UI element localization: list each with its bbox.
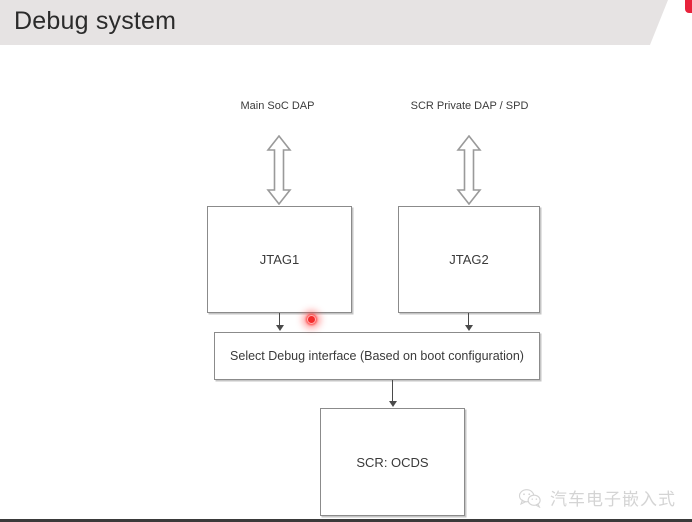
connector-select-to-scr bbox=[392, 380, 394, 402]
block-scr-ocds-label: SCR: OCDS bbox=[356, 454, 429, 470]
label-main-soc-dap: Main SoC DAP bbox=[240, 100, 315, 112]
block-scr-ocds[interactable]: SCR: OCDS bbox=[320, 408, 465, 516]
block-jtag2[interactable]: JTAG2 bbox=[398, 206, 540, 313]
wechat-icon bbox=[518, 488, 542, 508]
debug-system-diagram: Main SoC DAP SCR Private DAP / SPD JTAG1… bbox=[0, 45, 692, 522]
block-jtag2-label: JTAG2 bbox=[449, 252, 489, 267]
watermark: 汽车电子嵌入式 bbox=[518, 485, 676, 510]
block-jtag1-label: JTAG1 bbox=[259, 252, 300, 267]
watermark-text: 汽车电子嵌入式 bbox=[550, 490, 676, 509]
arrow-main-soc-bidirectional bbox=[266, 135, 292, 205]
arrowhead-jtag1-to-select bbox=[275, 325, 284, 331]
block-select-debug-interface[interactable]: Select Debug interface (Based on boot co… bbox=[214, 332, 540, 380]
label-scr-private-dap: SCR Private DAP / SPD bbox=[410, 100, 529, 112]
bottom-edge-bar bbox=[0, 519, 692, 522]
arrow-scr-private-bidirectional bbox=[456, 135, 482, 205]
arrowhead-jtag2-to-select bbox=[464, 325, 473, 331]
block-jtag1[interactable]: JTAG1 bbox=[207, 206, 352, 313]
corner-accent-mark bbox=[685, 0, 692, 13]
page-title: Debug system bbox=[14, 7, 177, 35]
block-select-debug-interface-label: Select Debug interface (Based on boot co… bbox=[230, 349, 524, 363]
slide-header-band bbox=[0, 0, 668, 45]
arrowhead-select-to-scr bbox=[388, 401, 397, 407]
connector-jtag1-to-select bbox=[279, 313, 281, 326]
cursor-highlight bbox=[307, 315, 316, 324]
connector-jtag2-to-select bbox=[468, 313, 470, 326]
